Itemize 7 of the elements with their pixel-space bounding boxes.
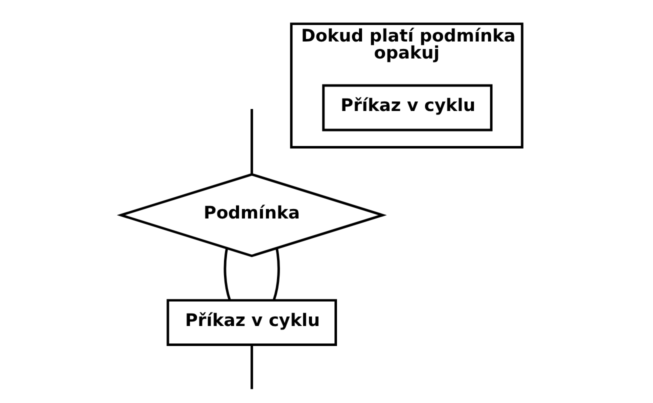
- connector: [250, 344, 254, 389]
- node-box: Příkaz v cyklu: [322, 84, 493, 131]
- connector: [272, 248, 280, 300]
- node-box: Příkaz v cyklu: [166, 298, 337, 346]
- connector: [224, 248, 231, 300]
- connector: [250, 108, 254, 174]
- node-diamond: Podmínka: [116, 172, 387, 257]
